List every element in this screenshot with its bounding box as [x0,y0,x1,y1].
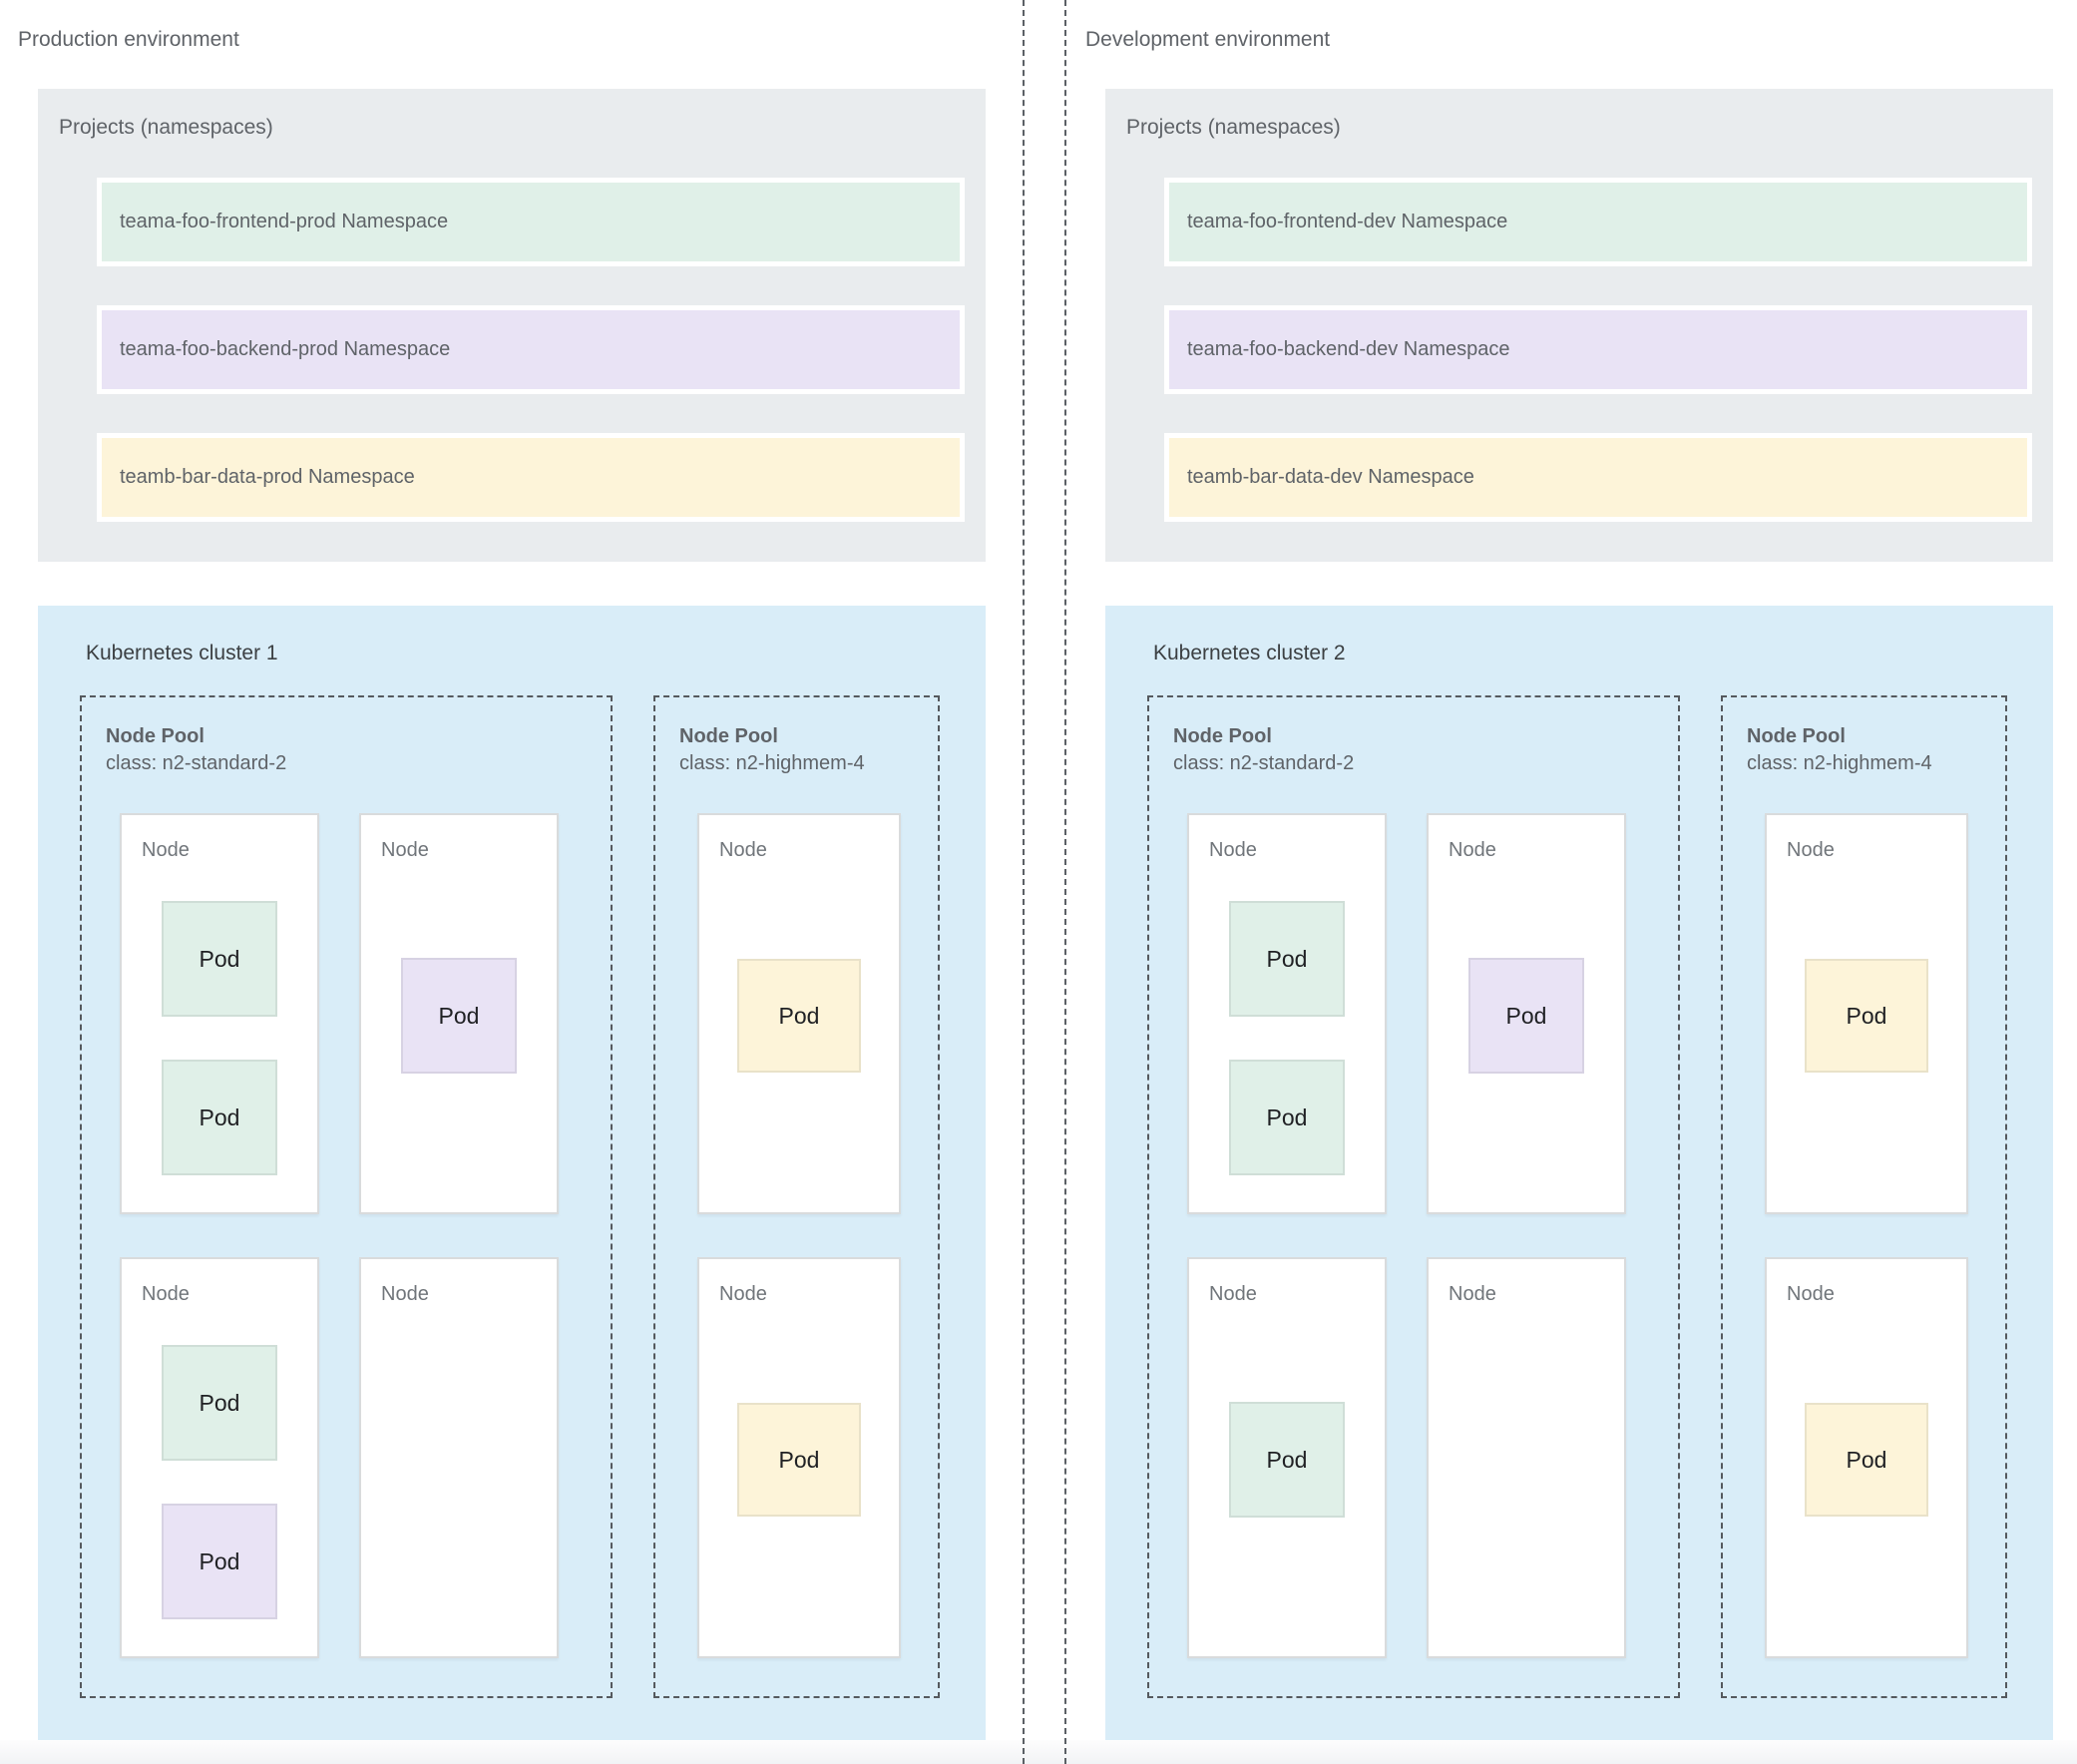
namespace-bar-frontend-dev: teama-foo-frontend-dev Namespace [1164,178,2032,266]
node-label: Node [1449,839,1496,861]
pod-yellow: Pod [737,1403,861,1517]
node-pool-class: class: n2-highmem-4 [1747,752,1932,774]
node-pool-name: Node Pool [1747,725,1846,747]
node-label: Node [1449,1283,1496,1305]
development-environment: Development environment Projects (namesp… [1085,0,2053,1764]
projects-box-label: Projects (namespaces) [59,116,273,139]
pod-purple: Pod [162,1504,277,1619]
environment-divider-line [1064,0,1066,1764]
node: Node Pod [359,813,559,1214]
node-pool-header: Node Pool class: n2-highmem-4 [1747,723,1932,777]
pod-green: Pod [162,1060,277,1175]
namespace-bar-frontend-prod: teama-foo-frontend-prod Namespace [97,178,965,266]
node-pool-header: Node Pool class: n2-highmem-4 [679,723,865,777]
node-pool-name: Node Pool [1173,725,1272,747]
node-pool-highmem: Node Pool class: n2-highmem-4 Node Pod N… [653,695,940,1698]
namespace-label: teama-foo-backend-prod Namespace [120,338,451,360]
pod-green: Pod [1229,901,1345,1017]
node-label: Node [381,1283,429,1305]
node-pool-highmem: Node Pool class: n2-highmem-4 Node Pod N… [1721,695,2007,1698]
node-pool-header: Node Pool class: n2-standard-2 [106,723,286,777]
node-label: Node [381,839,429,861]
cluster-label: Kubernetes cluster 2 [1153,642,1346,664]
node-label: Node [1209,839,1257,861]
node: Node Pod [1187,1257,1387,1658]
namespace-bar-data-dev: teamb-bar-data-dev Namespace [1164,433,2032,522]
projects-box-label: Projects (namespaces) [1126,116,1341,139]
node-pool-name: Node Pool [106,725,205,747]
node-pool-class: class: n2-highmem-4 [679,752,865,774]
node-label: Node [142,1283,190,1305]
environment-title: Development environment [1085,28,1331,51]
node-pool-header: Node Pool class: n2-standard-2 [1173,723,1354,777]
node-label: Node [1209,1283,1257,1305]
pod-purple: Pod [1468,958,1584,1074]
environment-title: Production environment [18,28,239,51]
page-bottom-strip [0,1740,2077,1764]
pod-yellow: Pod [1805,959,1928,1073]
node: Node Pod Pod [120,813,319,1214]
pod-green: Pod [1229,1060,1345,1175]
node-pool-name: Node Pool [679,725,778,747]
namespace-label: teamb-bar-data-prod Namespace [120,466,415,488]
node-label: Node [142,839,190,861]
node-label: Node [719,1283,767,1305]
pod-yellow: Pod [1805,1403,1928,1517]
node: Node Pod Pod [1187,813,1387,1214]
node-empty: Node [1427,1257,1626,1658]
namespace-bar-backend-prod: teama-foo-backend-prod Namespace [97,305,965,394]
environment-divider-line [1023,0,1025,1764]
node: Node Pod Pod [120,1257,319,1658]
namespace-label: teama-foo-frontend-dev Namespace [1187,211,1508,232]
namespace-bar-backend-dev: teama-foo-backend-dev Namespace [1164,305,2032,394]
pod-green: Pod [162,901,277,1017]
cluster-label: Kubernetes cluster 1 [86,642,278,664]
kubernetes-cluster-2-box: Kubernetes cluster 2 Node Pool class: n2… [1105,606,2053,1740]
namespace-bar-data-prod: teamb-bar-data-prod Namespace [97,433,965,522]
node: Node Pod [1427,813,1626,1214]
namespace-label: teama-foo-backend-dev Namespace [1187,338,1510,360]
node: Node Pod [697,813,901,1214]
production-environment: Production environment Projects (namespa… [18,0,986,1764]
pod-purple: Pod [401,958,517,1074]
node-pool-class: class: n2-standard-2 [1173,752,1355,774]
pod-yellow: Pod [737,959,861,1073]
pod-green: Pod [162,1345,277,1461]
node: Node Pod [1765,1257,1968,1658]
node-pool-class: class: n2-standard-2 [106,752,287,774]
node-label: Node [1787,839,1835,861]
pod-green: Pod [1229,1402,1345,1518]
node: Node Pod [1765,813,1968,1214]
node-pool-standard: Node Pool class: n2-standard-2 Node Pod … [80,695,613,1698]
namespace-label: teamb-bar-data-dev Namespace [1187,466,1474,488]
projects-namespaces-box: Projects (namespaces) teama-foo-frontend… [38,89,986,562]
kubernetes-cluster-1-box: Kubernetes cluster 1 Node Pool class: n2… [38,606,986,1740]
node-label: Node [719,839,767,861]
node-empty: Node [359,1257,559,1658]
node: Node Pod [697,1257,901,1658]
node-label: Node [1787,1283,1835,1305]
node-pool-standard: Node Pool class: n2-standard-2 Node Pod … [1147,695,1680,1698]
projects-namespaces-box: Projects (namespaces) teama-foo-frontend… [1105,89,2053,562]
namespace-label: teama-foo-frontend-prod Namespace [120,211,449,232]
